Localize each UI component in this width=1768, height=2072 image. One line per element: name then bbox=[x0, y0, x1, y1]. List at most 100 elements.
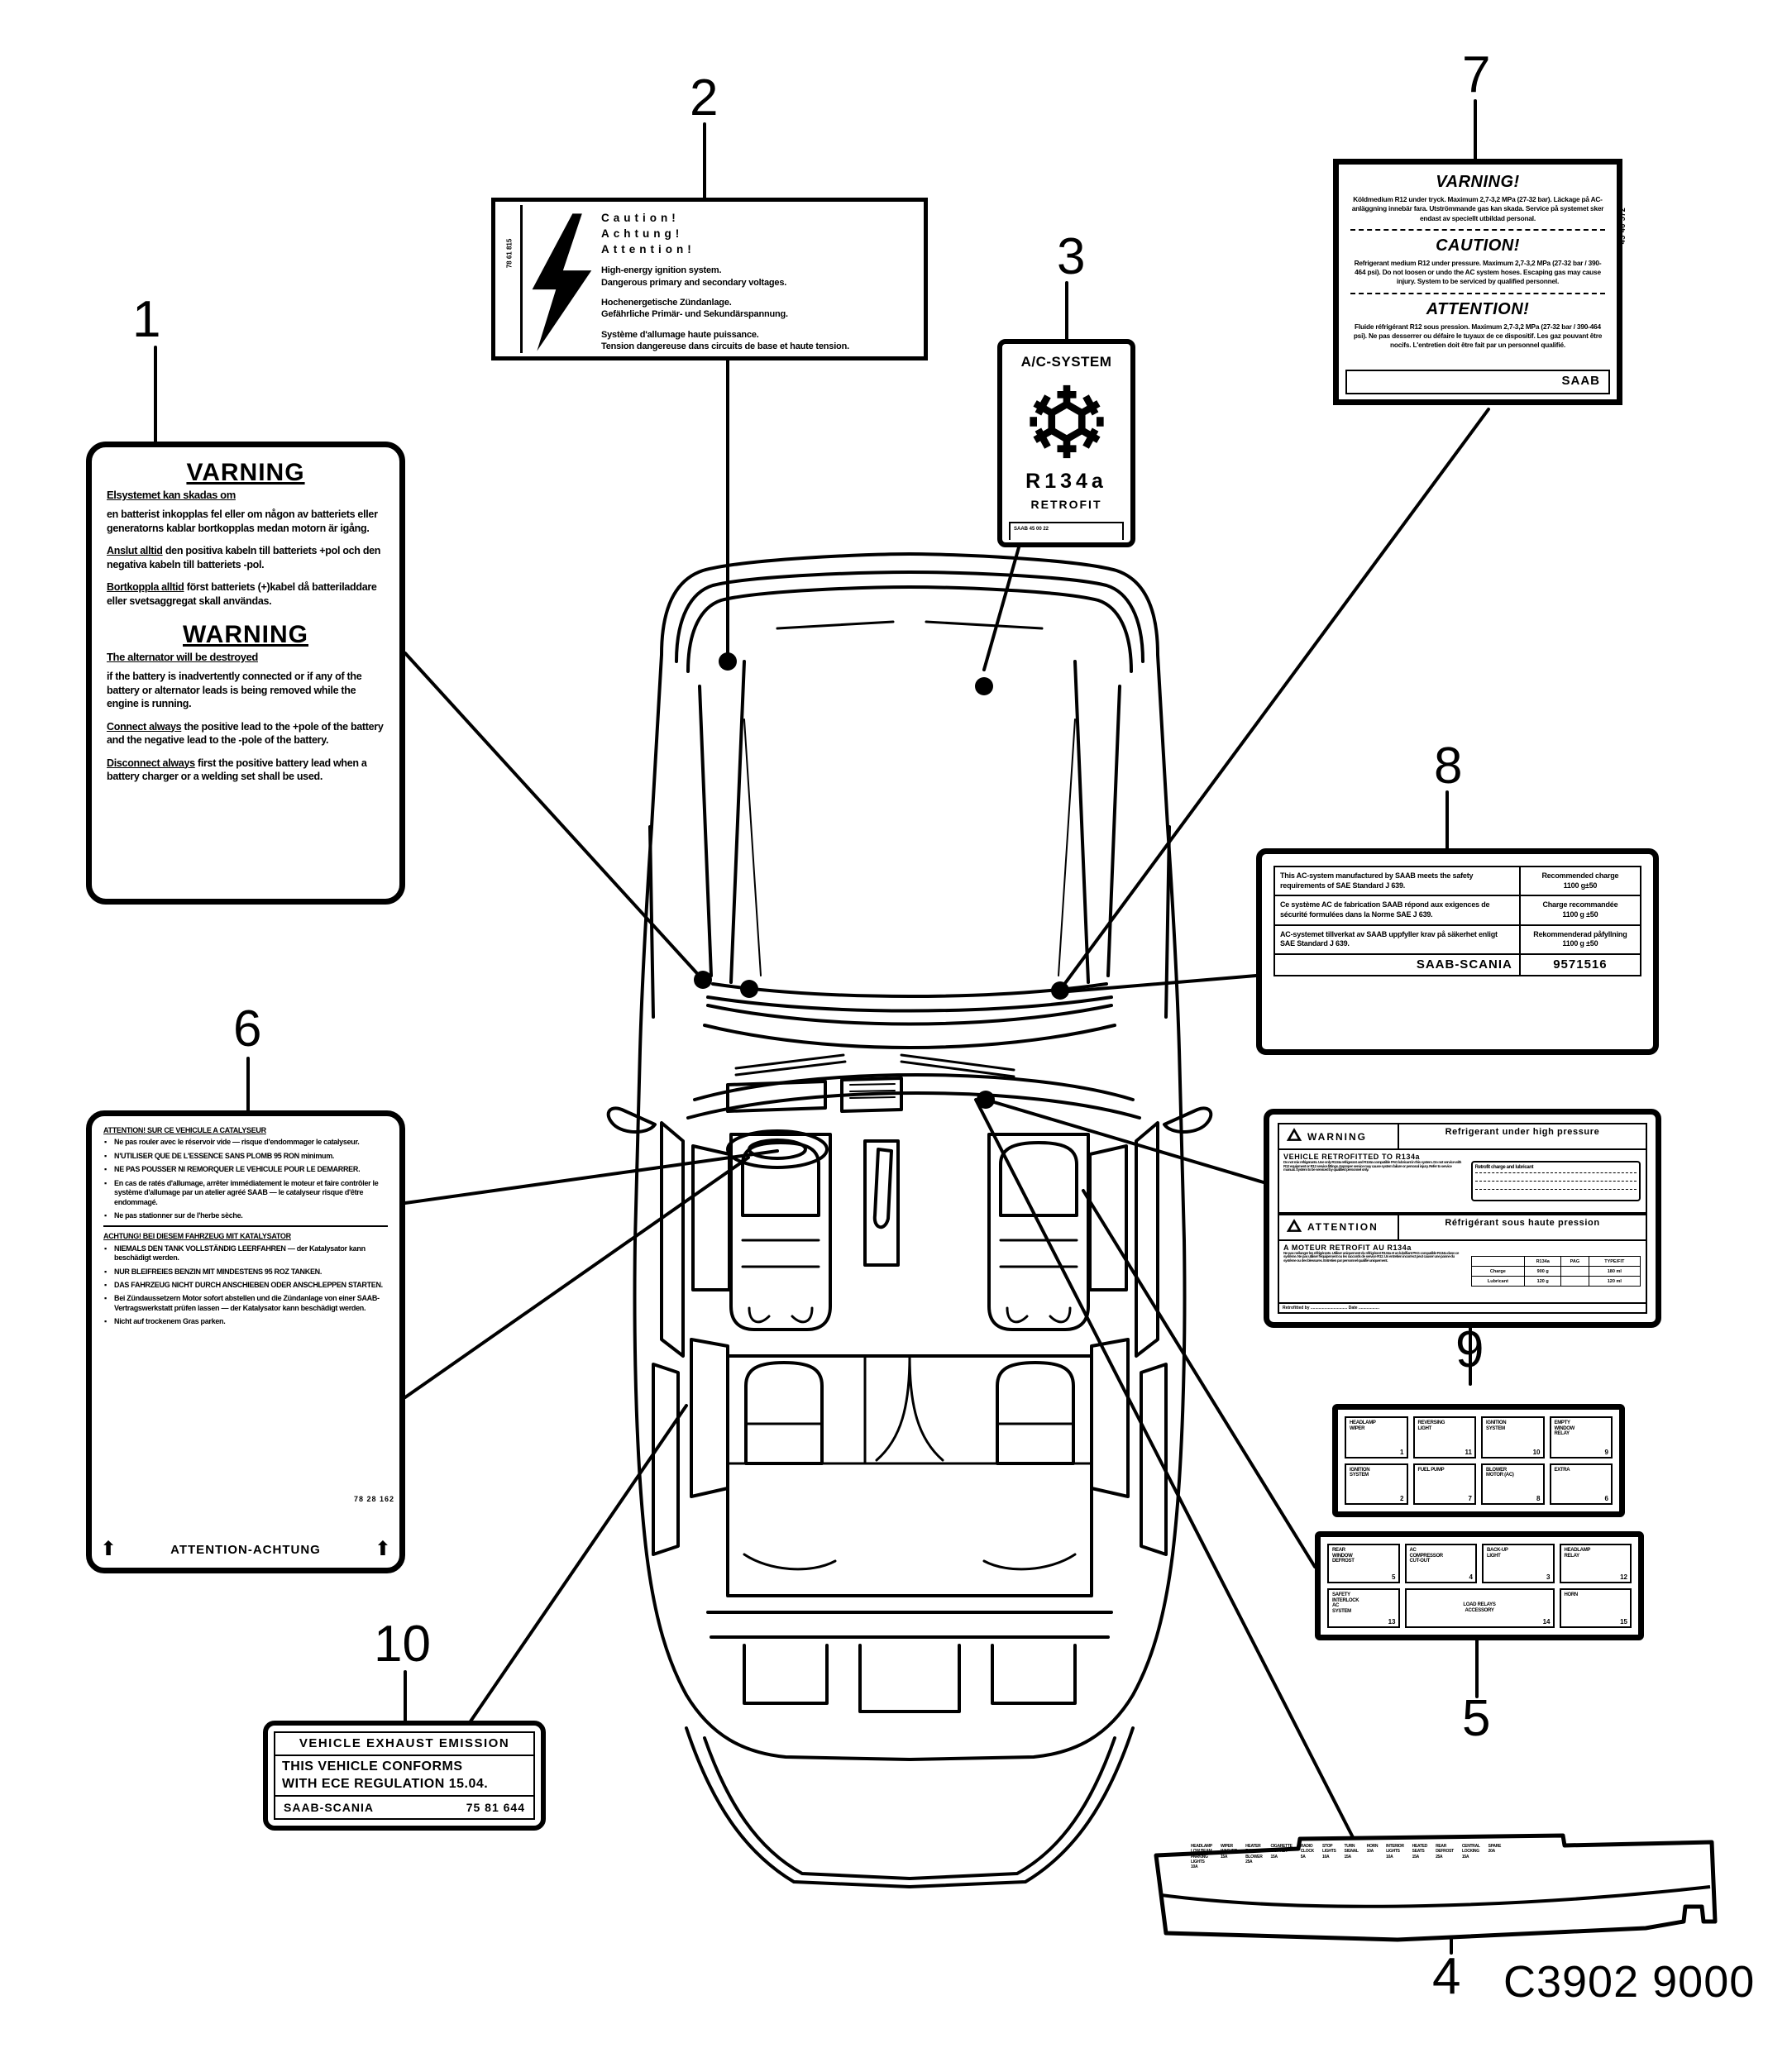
label6-fr-list: Ne pas rouler avec le réservoir vide — r… bbox=[103, 1138, 388, 1220]
window-rear-right bbox=[1090, 1338, 1130, 1498]
fuse-number: 15 bbox=[1620, 1618, 1627, 1626]
roof-trim-left bbox=[776, 620, 895, 630]
label7-body-en: Refrigerant medium R12 under pressure. M… bbox=[1354, 258, 1602, 286]
label10-brand: SAAB-SCANIA bbox=[284, 1801, 374, 1814]
label7-title-sv: VARNING! bbox=[1436, 173, 1520, 191]
up-arrow-icon-right: ⬆ bbox=[374, 1538, 391, 1560]
label2-body-en-line2: Dangerous primary and secondary voltages… bbox=[601, 277, 787, 288]
callout-number-3: 3 bbox=[1057, 228, 1086, 285]
callout-number-7: 7 bbox=[1462, 46, 1491, 103]
label2-body-fr-line2: Tension dangereuse dans circuits de base… bbox=[601, 341, 849, 351]
label9-r1c0: Lubricant bbox=[1470, 1276, 1526, 1287]
label8-table: This AC-system manufactured by SAAB meet… bbox=[1273, 865, 1642, 976]
fuse-number: 11 bbox=[1465, 1448, 1472, 1456]
retrofit-label-9: WARNING Refrigerant under high pressure … bbox=[1264, 1109, 1661, 1328]
label1-body-2: den positiva kabeln till batteriets +pol… bbox=[107, 545, 381, 571]
leader-line-1 bbox=[404, 652, 705, 981]
leader-dot-2 bbox=[719, 652, 737, 671]
label9-r1c2 bbox=[1560, 1276, 1589, 1287]
steering-wheel bbox=[726, 1129, 829, 1169]
fuse-label: AC COMPRESSOR CUT-OUT bbox=[1409, 1548, 1444, 1564]
center-console bbox=[863, 1139, 900, 1267]
fuse-label: HORN bbox=[1564, 1592, 1579, 1597]
label1-body-6: first the positive battery lead when a b… bbox=[107, 757, 367, 783]
label7-brand: SAAB bbox=[1561, 374, 1600, 388]
fuse-label: HEADLAMP WIPER bbox=[1350, 1420, 1376, 1431]
fuse-label: REVERSING LIGHT bbox=[1417, 1420, 1445, 1431]
roof-trim-right bbox=[925, 620, 1044, 630]
fuse-number: 4 bbox=[1469, 1573, 1473, 1581]
fuse-label: FUEL PUMP bbox=[1417, 1467, 1445, 1473]
label10-line-1: THIS VEHICLE CONFORMS bbox=[282, 1759, 463, 1774]
list-item: NIEMALS DEN TANK VOLLSTÄNDIG LEERFAHREN … bbox=[104, 1244, 388, 1263]
list-item: NE PAS POUSSER NI REMORQUER LE VEHICULE … bbox=[104, 1165, 388, 1175]
list-item: DAS FAHRZEUG NICHT DURCH ANSCHIEBEN ODER… bbox=[104, 1281, 388, 1291]
warning-triangle-icon bbox=[1286, 1127, 1302, 1146]
label9-th-0 bbox=[1470, 1256, 1526, 1268]
fuse-label: BLOWER MOTOR (AC) bbox=[1486, 1467, 1514, 1478]
emission-label-10: VEHICLE EXHAUST EMISSION THIS VEHICLE CO… bbox=[263, 1721, 546, 1831]
list-item: NUR BLEIFREIES BENZIN MIT MINDESTENS 95 … bbox=[104, 1268, 388, 1277]
list-item: Nicht auf trockenem Gras parken. bbox=[104, 1317, 388, 1327]
vent-line-3 bbox=[849, 1096, 896, 1099]
leader-dot-3 bbox=[975, 677, 993, 695]
leader-dot-9 bbox=[977, 1091, 995, 1109]
leader-line-6b bbox=[404, 1156, 750, 1399]
leader-line-8 bbox=[1057, 974, 1258, 994]
label9-th-1: R134a bbox=[1524, 1256, 1562, 1268]
label3-title: A/C-SYSTEM bbox=[1020, 354, 1112, 370]
ac-charge-label-8: This AC-system manufactured by SAAB meet… bbox=[1256, 848, 1659, 1055]
rear-bench-seat bbox=[726, 1354, 1093, 1597]
label9-attention-message: Réfrigérant sous haute pression bbox=[1445, 1217, 1600, 1228]
label2-body-fr-line1: Système d'allumage haute puissance. bbox=[601, 329, 759, 340]
list-item: Bei Zündaussetzern Motor sofort abstelle… bbox=[104, 1294, 388, 1313]
label8-charge-sv: Rekommenderad påfyllning 1100 g ±50 bbox=[1518, 924, 1642, 956]
fuse-number: 6 bbox=[1604, 1495, 1608, 1502]
callout-number-4: 4 bbox=[1432, 1948, 1461, 2005]
fuse-label: EMPTY WINDOW RELAY bbox=[1554, 1420, 1575, 1437]
fuse-number: 8 bbox=[1536, 1495, 1541, 1502]
body-side-left bbox=[648, 825, 655, 1019]
rear-glass-bottom-2 bbox=[706, 995, 1113, 1013]
label3-footer: SAAB 45 00 22 bbox=[1009, 522, 1124, 540]
front-end bbox=[685, 1726, 1135, 1888]
label7-divider-1 bbox=[1350, 228, 1605, 231]
label6-fr-head: ATTENTION! SUR CE VEHICULE A CATALYSEUR bbox=[103, 1126, 266, 1134]
label1-subtitle-en: The alternator will be destroyed bbox=[107, 651, 258, 663]
trunk-center bbox=[858, 1644, 961, 1713]
front-seat-right bbox=[987, 1133, 1090, 1331]
up-arrow-icon-left: ⬆ bbox=[100, 1538, 117, 1560]
mirror-right bbox=[1163, 1106, 1213, 1134]
label9-r1c1: 120 g bbox=[1524, 1276, 1562, 1287]
label9-attention-word: ATTENTION bbox=[1307, 1221, 1379, 1233]
label9-en-body: VEHICLE RETROFITTED TO R134a Do not mix … bbox=[1278, 1148, 1647, 1214]
fuse-cell: AC COMPRESSOR CUT-OUT 4 bbox=[1404, 1544, 1477, 1583]
table-row: Lubricant 120 g 120 ml bbox=[1470, 1276, 1641, 1287]
fuse-label: REAR WINDOW DEFROST bbox=[1332, 1548, 1355, 1564]
leader-dot-7 bbox=[1051, 981, 1069, 1000]
label9-r1c3: 120 ml bbox=[1588, 1276, 1641, 1287]
rear-pillar-right bbox=[1106, 685, 1121, 977]
mirror-left bbox=[606, 1106, 657, 1134]
catalyst-warning-label-6: ATTENTION! SUR CE VEHICULE A CATALYSEUR … bbox=[86, 1110, 405, 1573]
label1-lead-2: Anslut alltid bbox=[107, 545, 163, 556]
fuse-number: 2 bbox=[1400, 1495, 1404, 1502]
label10-line-2: WITH ECE REGULATION 15.04. bbox=[282, 1777, 489, 1792]
rear-glass-bottom bbox=[711, 982, 1108, 998]
